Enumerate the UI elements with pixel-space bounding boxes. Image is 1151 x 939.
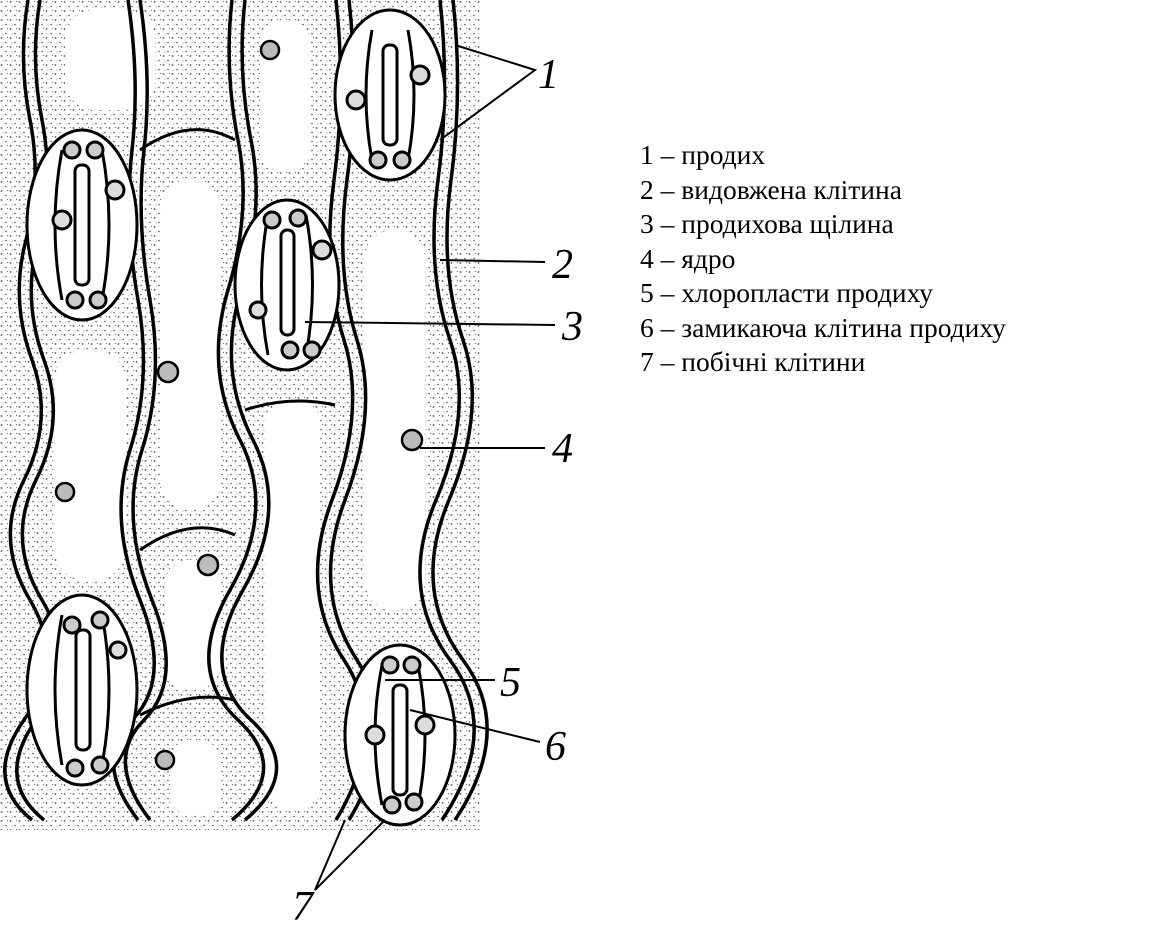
legend-item: 3–продихова щілина <box>640 207 1006 242</box>
legend-number: 4 <box>640 243 654 274</box>
legend-item: 6–замикаюча клітина продиху <box>640 311 1006 346</box>
legend-dash: – <box>654 243 682 274</box>
callout-2: 2 <box>552 242 573 288</box>
legend-text: ядро <box>681 243 735 274</box>
legend-item: 7–побічні клітини <box>640 345 1006 380</box>
legend-dash: – <box>654 174 682 205</box>
legend-text: продихова щілина <box>681 208 893 239</box>
legend: 1–продих 2–видовжена клітина 3–продихова… <box>640 138 1006 380</box>
callout-3: 3 <box>561 304 583 350</box>
legend-item: 5–хлоропласти продиху <box>640 276 1006 311</box>
stoma-bottom-right <box>345 645 455 825</box>
stoma-upper-left <box>27 130 137 320</box>
legend-item: 4–ядро <box>640 242 1006 277</box>
callout-4: 4 <box>552 426 573 472</box>
legend-dash: – <box>654 139 682 170</box>
callout-1: 1 <box>538 52 559 98</box>
legend-text: замикаюча клітина продиху <box>681 312 1006 343</box>
legend-number: 1 <box>640 139 654 170</box>
legend-text: продих <box>681 139 765 170</box>
legend-number: 3 <box>640 208 654 239</box>
legend-text: побічні клітини <box>681 346 865 377</box>
callout-7: 7 <box>292 884 315 930</box>
legend-number: 7 <box>640 346 654 377</box>
legend-dash: – <box>654 346 682 377</box>
stoma-top-right <box>335 10 445 180</box>
legend-item: 2–видовжена клітина <box>640 173 1006 208</box>
legend-text: хлоропласти продиху <box>681 277 933 308</box>
stoma-middle <box>235 200 339 370</box>
stoma-lower-left <box>27 595 137 785</box>
legend-dash: – <box>654 208 682 239</box>
legend-item: 1–продих <box>640 138 1006 173</box>
legend-dash: – <box>654 277 682 308</box>
legend-text: видовжена клітина <box>681 174 902 205</box>
callout-6: 6 <box>545 724 566 770</box>
legend-number: 5 <box>640 277 654 308</box>
legend-number: 2 <box>640 174 654 205</box>
legend-number: 6 <box>640 312 654 343</box>
callout-5: 5 <box>500 660 521 706</box>
legend-dash: – <box>654 312 682 343</box>
